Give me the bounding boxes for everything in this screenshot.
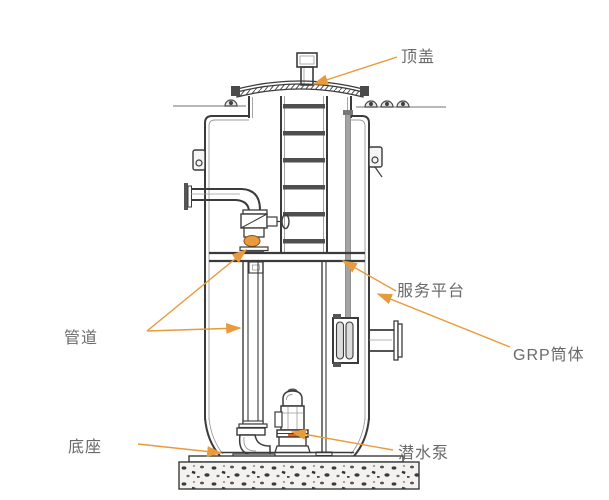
inlet-connection [332,314,403,367]
lid-hatched-band [236,83,364,98]
leader-pipes-upper [146,249,248,332]
label-service-platform: 服务平台 [397,282,465,300]
pipe-clamp [248,261,264,274]
outlet-flange [184,183,188,210]
ground-line-group [173,99,446,108]
skirt-right [353,417,370,457]
base-plate [188,455,404,463]
anchor-clips [224,99,410,108]
lid-top-surface [236,80,364,90]
shell-wall-right [351,115,370,420]
ladder-rung [283,239,325,244]
vent-stem [300,66,314,86]
lid-edge-right [360,86,369,96]
pump-motor-dome [282,390,303,407]
coupling-flange [236,427,266,436]
service-platform [209,251,365,274]
riser-pipes [238,262,268,429]
concrete-foundation [178,461,420,490]
pump-band-orange-mark [288,434,299,437]
shell-wall-left [204,115,249,420]
grp-shell [192,96,383,420]
ladder-rung [283,158,325,163]
callout-leaders [137,56,511,457]
ladder-rung [283,104,325,109]
leader-pipes-lower [146,323,242,334]
ladder-rung [283,185,325,190]
pump-handle [274,411,283,428]
leader-service-platform [341,260,397,292]
outlet-elbow [241,188,261,211]
access-ladder [280,96,328,253]
leader-grp-shell [376,293,511,348]
label-top-cover: 顶盖 [401,48,435,66]
label-submersible-pump: 潜水泵 [398,444,449,462]
inlet-drop-pipe [345,112,351,319]
leader-base [137,443,223,457]
lifting-lug-left [192,149,206,171]
base-structure [178,417,420,490]
pump-body [280,405,305,431]
label-base: 底座 [68,438,102,456]
leader-top-cover [312,56,398,85]
valve-handwheel [281,213,290,230]
label-pipes: 管道 [64,329,98,347]
skirt-left [204,417,221,457]
pump-base [274,445,311,454]
pump-volute [278,436,307,447]
gate-valve [266,216,278,227]
lid-edge-left [231,86,240,96]
callout-labels: 顶盖 服务平台 GRP筒体 管道 底座 潜水泵 [64,48,585,462]
guide-rail [315,262,333,457]
lifting-lug-right [368,146,383,178]
leader-submersible-pump [290,429,394,451]
top-cover-assembly [231,52,369,98]
ladder-rung [283,212,325,217]
coupling-elbow [238,434,271,456]
label-grp-shell: GRP筒体 [513,346,585,364]
valve-orange-marker [243,235,261,247]
inlet-drop-pipe-cap [343,110,353,115]
ladder-rung [283,131,325,136]
vent-cap-inner [299,55,315,65]
discharge-piping [184,183,290,253]
